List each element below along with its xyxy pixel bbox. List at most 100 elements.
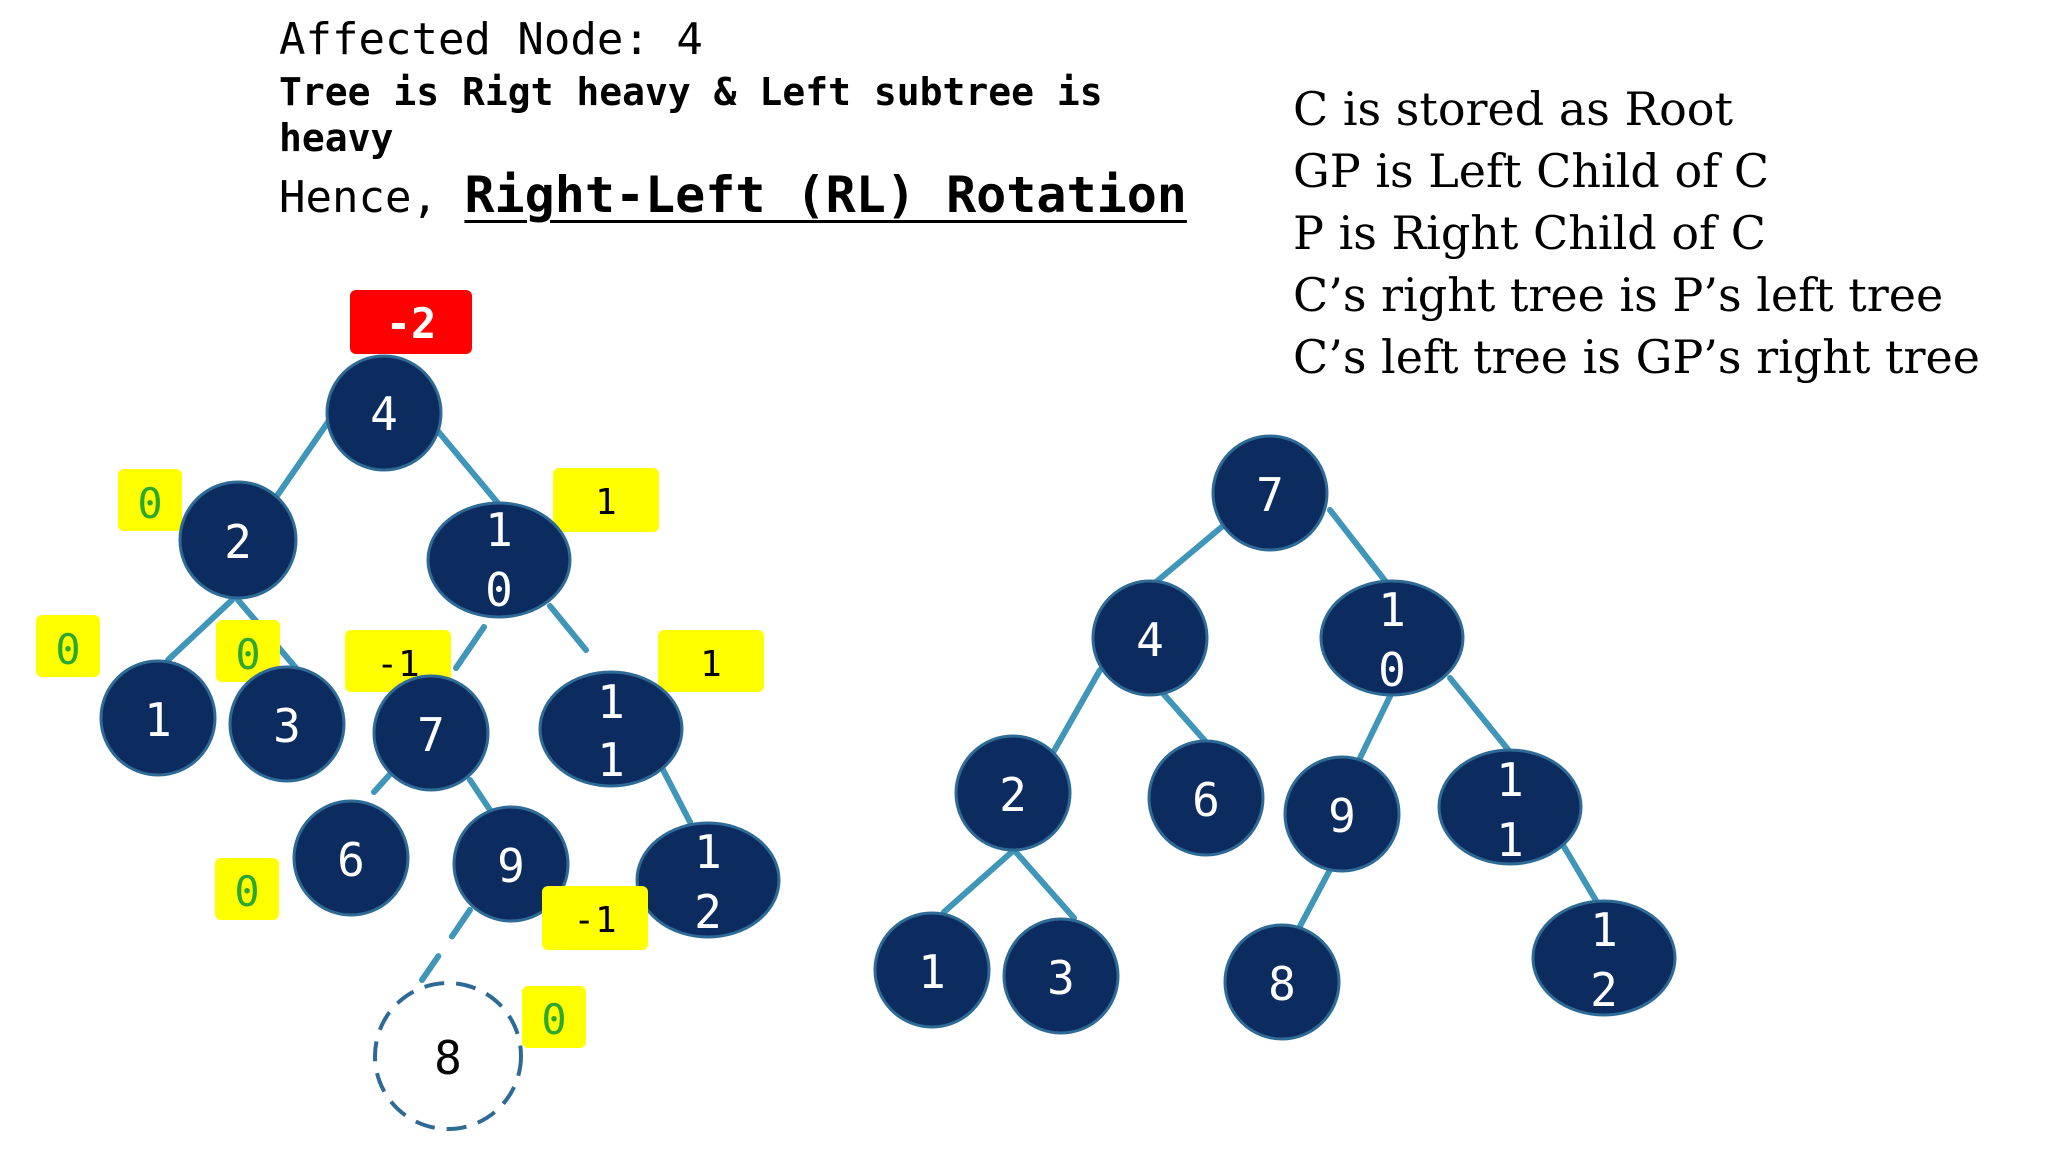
svg-text:3: 3 [1047,951,1075,1005]
after-node-8: 8 [1223,923,1341,1041]
edge-10-11 [547,603,589,653]
svg-text:0: 0 [55,625,80,674]
svg-text:4: 4 [1136,613,1164,667]
node-10: 1 0 [426,501,572,619]
svg-text:2: 2 [1590,963,1618,1017]
affected-node-label: Affected Node: 4 [279,14,703,65]
svg-text:1: 1 [1378,583,1406,637]
node-4: 4 [325,354,443,472]
balance-badge-2: 0 [118,469,182,531]
edge-7-9 [467,777,493,813]
edge-7-10 [1327,507,1389,585]
balance-badge-3: 0 [216,620,280,682]
svg-text:0: 0 [541,995,566,1044]
svg-text:4: 4 [370,387,398,441]
rule-3: P is Right Child of C [1293,206,1766,260]
rule-4: C’s right tree is P’s left tree [1293,268,1944,322]
svg-text:1: 1 [597,675,625,729]
svg-text:0: 0 [1378,643,1406,697]
rule-1: C is stored as Root [1293,82,1733,136]
svg-text:1: 1 [595,482,617,523]
svg-text:6: 6 [1192,773,1220,827]
node-6: 6 [292,799,410,917]
node-2: 2 [178,480,298,600]
balance-badge-1: 0 [36,615,100,677]
svg-text:0: 0 [485,563,513,617]
balance-badge-10: 1 [553,468,659,532]
root-balance-badge: -2 [350,290,472,354]
node-11: 1 1 [538,670,684,788]
edge-2-1 [165,597,235,663]
node-1: 1 [99,659,217,777]
balance-badge-11: 1 [658,630,764,692]
rule-5: C’s left tree is GP’s right tree [1293,330,1980,384]
svg-text:2: 2 [224,515,252,569]
after-node-9: 9 [1283,755,1401,873]
after-node-12: 1 2 [1531,899,1677,1017]
after-node-7: 7 [1211,434,1329,552]
after-edges [941,507,1601,933]
svg-text:9: 9 [497,839,525,893]
svg-text:8: 8 [434,1031,462,1085]
svg-text:1: 1 [694,825,722,879]
svg-text:3: 3 [273,699,301,753]
svg-text:6: 6 [337,833,365,887]
after-node-4: 4 [1091,579,1209,697]
balance-badge-9: -1 [542,886,648,950]
after-node-1: 1 [873,911,991,1029]
node-12: 1 2 [635,821,781,939]
edge-11-12b [1557,837,1601,907]
edge-4-2b [1047,667,1103,761]
edge-7-6 [371,769,395,795]
after-node-3: 3 [1002,917,1120,1035]
root-balance-text: -2 [386,299,437,348]
edge-4-2 [267,419,331,509]
svg-text:1: 1 [1590,903,1618,957]
after-node-2: 2 [954,734,1072,852]
svg-text:1: 1 [144,693,172,747]
svg-text:2: 2 [694,885,722,939]
rotation-rules: C is stored as Root GP is Left Child of … [1293,78,1980,388]
edge-2-3b [1011,847,1077,921]
edge-7-4 [1153,517,1233,585]
svg-text:1: 1 [918,945,946,999]
svg-text:1: 1 [1496,813,1524,867]
rotation-type: Right-Left (RL) Rotation [464,166,1187,224]
balance-badge-8: 0 [522,986,586,1048]
edge-9-8-dashed [419,907,473,983]
heaviness-line-1: Tree is Rigt heavy & Left subtree is [279,70,1103,114]
after-node-11: 1 1 [1437,748,1583,867]
inserted-node-8: 8 [373,981,523,1131]
edge-10-7 [453,624,487,671]
svg-text:-1: -1 [573,900,616,941]
svg-text:7: 7 [1256,468,1284,522]
svg-text:7: 7 [417,708,445,762]
edge-4-6 [1157,687,1209,745]
rule-2: GP is Left Child of C [1293,144,1770,198]
svg-text:1: 1 [1496,753,1524,807]
after-node-10: 1 0 [1319,579,1465,697]
hence-label: Hence, [279,172,465,223]
edge-11-12 [657,761,693,825]
edge-10-11b [1447,675,1513,755]
svg-text:0: 0 [137,479,162,528]
after-tree: 7 4 1 0 2 6 9 [873,434,1677,1041]
svg-text:0: 0 [234,867,259,916]
balance-badge-6: 0 [215,858,279,920]
svg-text:1: 1 [700,644,722,685]
edge-2-1b [941,847,1017,915]
svg-text:0: 0 [235,630,260,679]
after-node-6: 6 [1147,739,1265,857]
svg-text:9: 9 [1328,789,1356,843]
node-7: 7 [372,674,490,792]
conclusion-row: Hence, Right-Left (RL) Rotation [279,166,1187,224]
svg-text:1: 1 [485,503,513,557]
before-tree: -2 0 1 0 1 -1 [36,290,781,1131]
node-9: 9 [452,805,570,923]
heaviness-line-2: heavy [279,116,394,160]
edge-9-8 [1295,863,1335,933]
svg-text:1: 1 [597,733,625,787]
node-3: 3 [228,665,346,783]
